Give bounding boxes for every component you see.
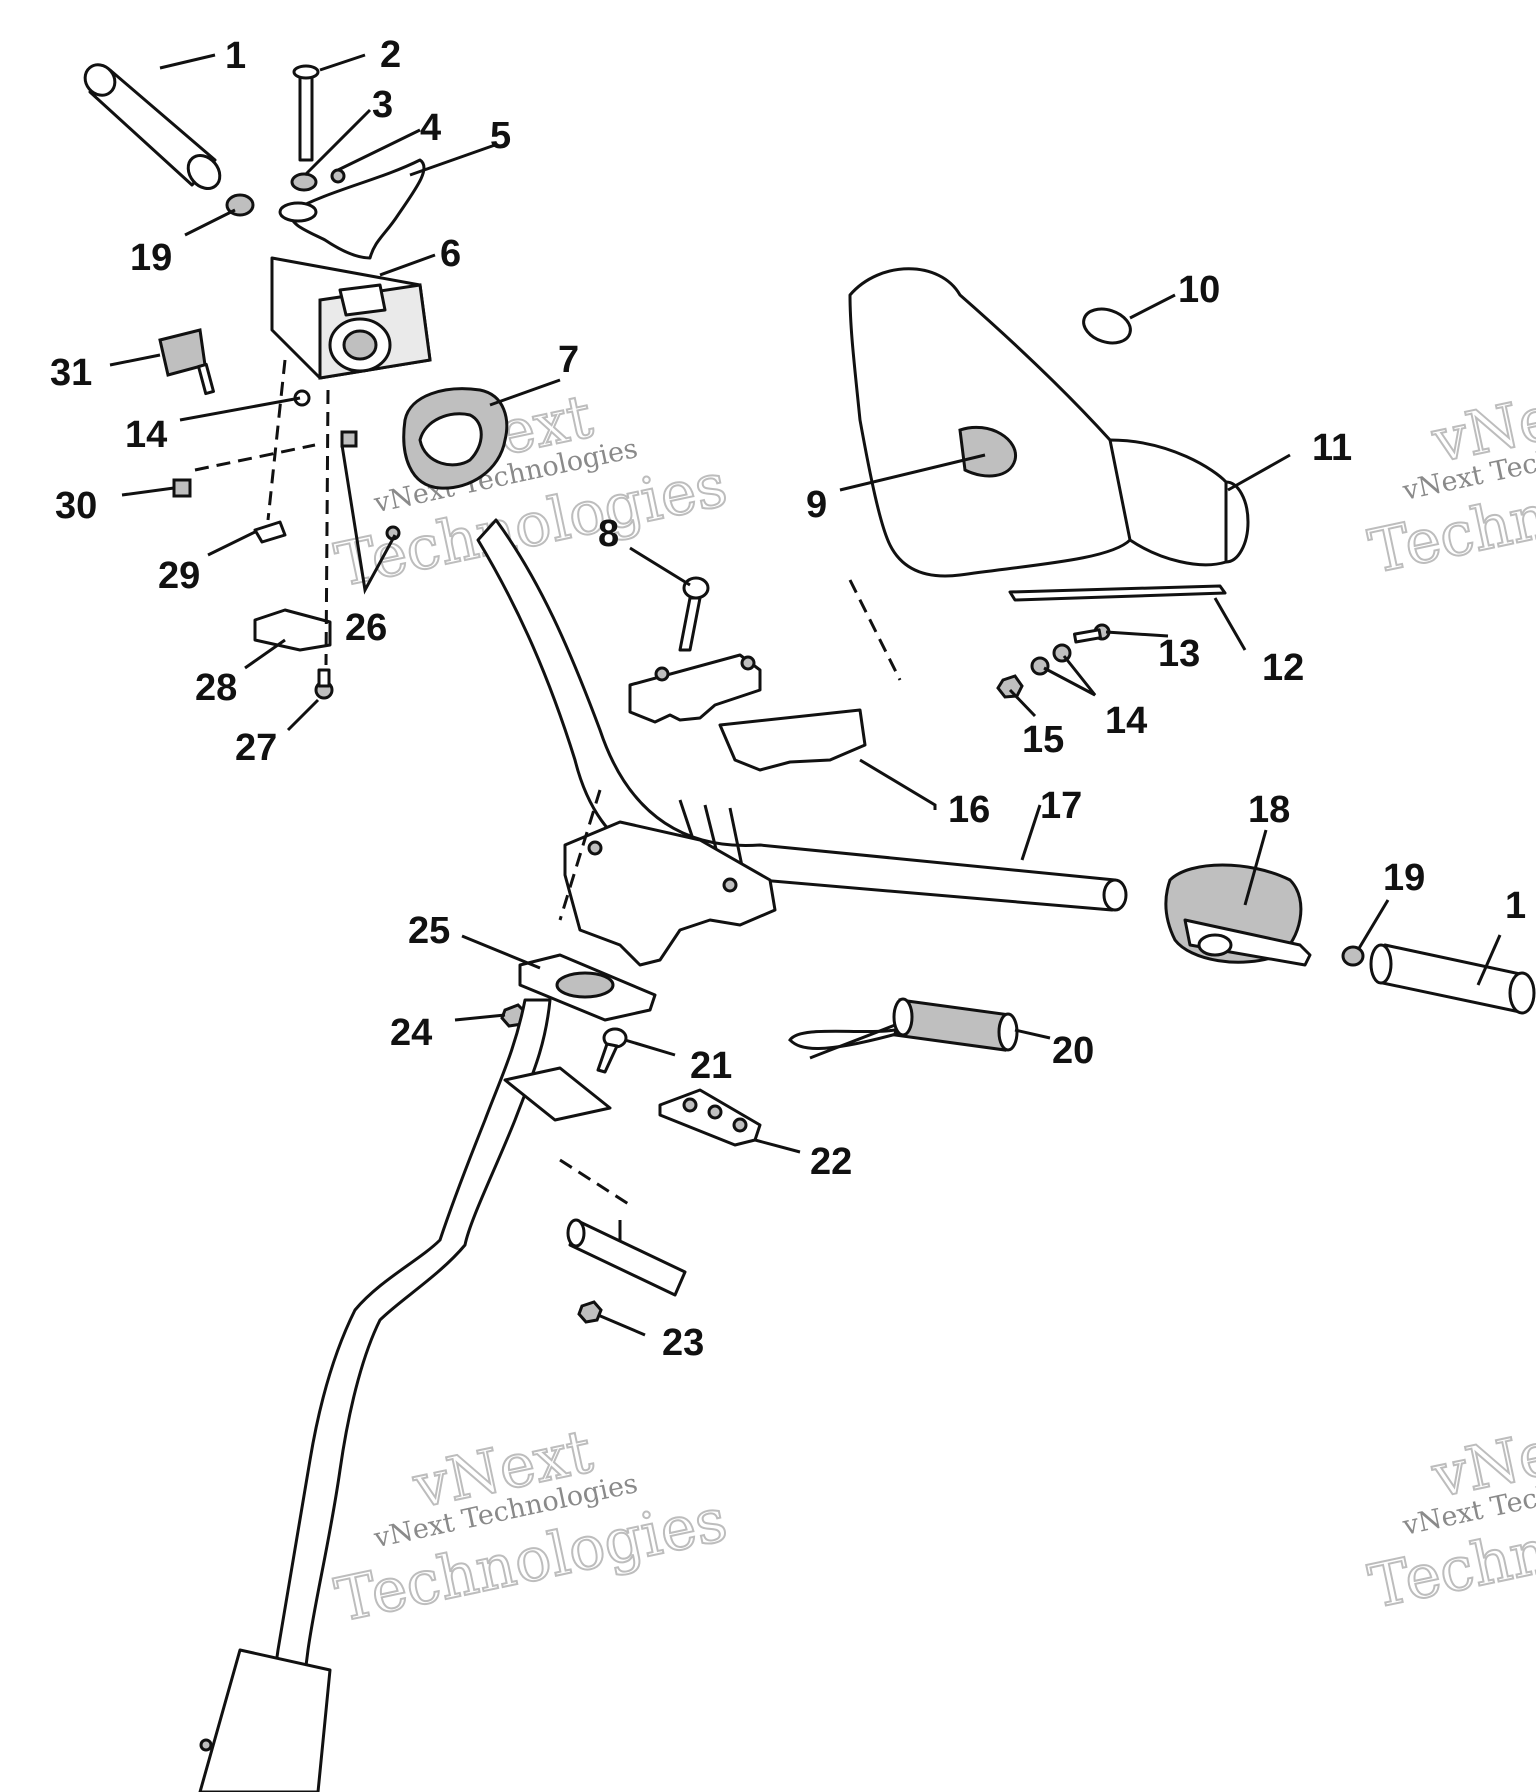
bracket-22	[658, 1088, 762, 1147]
callout-23: 23	[662, 1322, 704, 1364]
washer-4	[330, 168, 346, 184]
callout-3: 3	[372, 84, 393, 126]
callout-7: 7	[558, 339, 579, 381]
washer-3	[290, 172, 318, 192]
nut-30	[172, 478, 192, 498]
nut-15	[996, 674, 1024, 699]
assembly-line-f	[848, 579, 902, 681]
callout-14-left: 14	[125, 414, 167, 456]
assembly-line-b	[324, 389, 330, 666]
callout-1-right: 1	[1505, 885, 1526, 927]
throttle-lever-5	[288, 158, 426, 260]
callout-13: 13	[1158, 633, 1200, 675]
callout-29: 29	[158, 555, 200, 597]
leader-lines	[109, 53, 1502, 1337]
heater-element-20	[788, 997, 1019, 1060]
assembly-line-c	[194, 443, 316, 472]
watermark-bottom-center: vNext vNext Technologies Technologies	[329, 1416, 734, 1638]
callout-15: 15	[1022, 719, 1064, 761]
callout-21: 21	[690, 1045, 732, 1087]
screw-13	[1072, 623, 1111, 644]
callout-14-right: 14	[1105, 700, 1147, 742]
callout-6: 6	[440, 233, 461, 275]
callout-20: 20	[1052, 1030, 1094, 1072]
callout-30: 30	[55, 485, 97, 527]
left-grip	[83, 63, 222, 190]
callout-18: 18	[1248, 789, 1290, 831]
bracket-28	[253, 608, 332, 652]
handlebar-17	[476, 518, 1128, 912]
callout-numbers: 1 2 3 4 5 19 6 31 14 30 29 26 28 27 7 8 …	[50, 34, 1526, 1364]
assembly-line-a	[266, 359, 287, 521]
clamp-lower-16	[563, 820, 777, 967]
mount-ring-7	[402, 387, 509, 490]
screw-26a	[340, 430, 358, 448]
steering-post	[198, 998, 612, 1792]
bolt-2	[292, 64, 320, 162]
clamp-upper-16	[628, 653, 867, 772]
watermark-top-right: vNext vNext Technologies Technologies	[1362, 370, 1536, 588]
callout-17: 17	[1040, 785, 1082, 827]
assembly-line-d	[558, 789, 602, 921]
callout-2: 2	[380, 34, 401, 76]
callout-9: 9	[806, 484, 827, 526]
callout-8: 8	[598, 513, 619, 555]
plug-10	[1082, 307, 1132, 345]
callout-19-right: 19	[1383, 857, 1425, 899]
callout-4: 4	[420, 107, 441, 149]
handlebar-pad-11	[848, 267, 1250, 578]
tube-23	[566, 1218, 687, 1324]
throttle-lever-pivot	[278, 201, 318, 223]
callout-27: 27	[235, 727, 277, 769]
screw-21	[596, 1027, 628, 1074]
callout-12: 12	[1262, 647, 1304, 689]
callout-5: 5	[490, 115, 511, 157]
callout-16: 16	[948, 789, 990, 831]
right-grip	[1369, 943, 1536, 1015]
callout-11: 11	[1312, 427, 1352, 469]
screw-27	[314, 668, 334, 700]
callout-28: 28	[195, 667, 237, 709]
strip-12	[1008, 584, 1227, 602]
throttle-housing-6	[270, 256, 432, 380]
spacer-19-right	[1341, 945, 1365, 967]
assembly-line-e	[559, 1158, 631, 1207]
callout-1: 1	[225, 35, 246, 77]
callout-22: 22	[810, 1141, 852, 1183]
washer-14-a	[1030, 656, 1050, 676]
brake-control-18	[1164, 863, 1312, 967]
callout-10: 10	[1178, 269, 1220, 311]
clip-29	[253, 520, 287, 544]
callout-19-left: 19	[130, 237, 172, 279]
switch-31	[158, 328, 215, 396]
screw-8	[678, 576, 710, 652]
mount-plate-25	[518, 953, 657, 1022]
callout-24: 24	[390, 1012, 432, 1054]
callout-31: 31	[50, 352, 92, 394]
watermark-bottom-right: vNext vNext Technologies Technologies	[1362, 1405, 1536, 1623]
callout-26: 26	[345, 607, 387, 649]
callout-25: 25	[408, 910, 450, 952]
